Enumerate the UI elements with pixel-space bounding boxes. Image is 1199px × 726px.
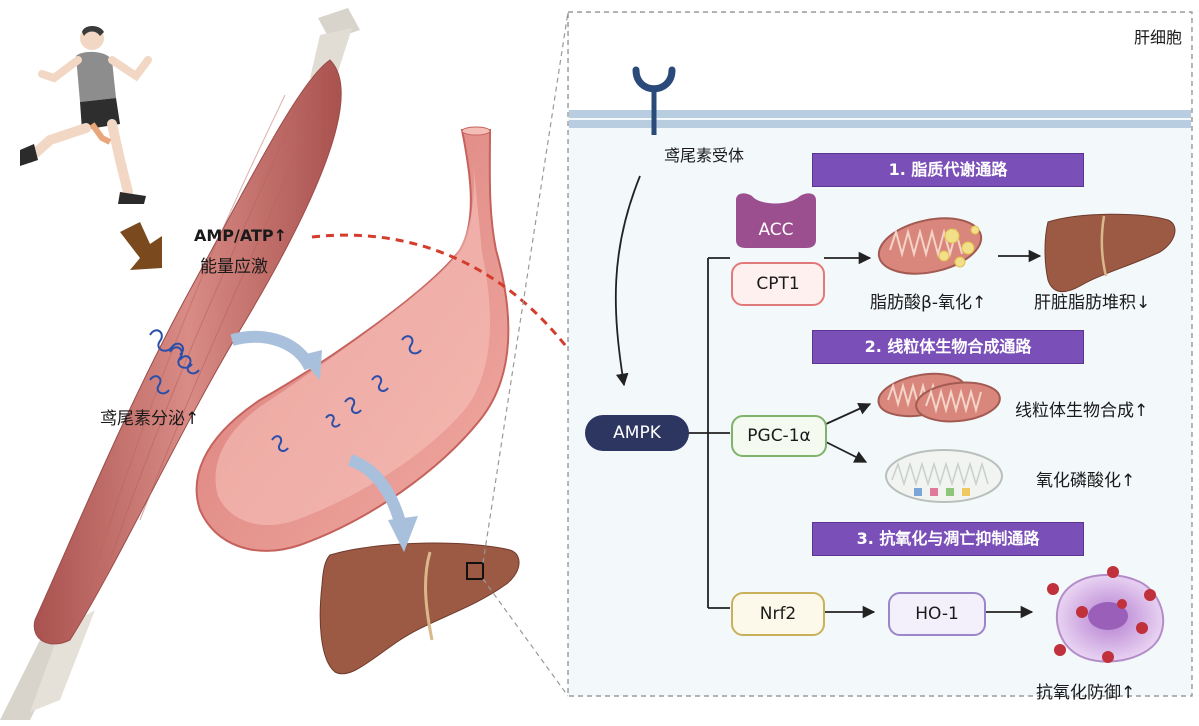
- runner-icon: [20, 26, 152, 204]
- acc-shape: [736, 193, 816, 248]
- antioxidant-label: 抗氧化防御↑: [1036, 683, 1136, 703]
- oxphos-label: 氧化磷酸化↑: [1036, 471, 1136, 491]
- irisin-secretion-label: 鸢尾素分泌↑: [100, 409, 200, 429]
- pathway-banner-mito: 2. 线粒体生物合成通路: [812, 330, 1084, 364]
- cell-label: 肝细胞: [1134, 28, 1183, 47]
- beta-oxidation-label: 脂肪酸β-氧化↑: [870, 293, 987, 313]
- oxphos-mitochondrion-icon: [885, 449, 1003, 503]
- receptor-label: 鸢尾素受体: [664, 146, 745, 165]
- damaged-cell-icon: [1055, 573, 1165, 663]
- signal-arrow-icon: [311, 233, 592, 384]
- mito-biogenesis-label: 线粒体生物合成↑: [1015, 401, 1149, 421]
- small-liver-icon: [1044, 213, 1176, 293]
- pgc1a-node: PGC-1α: [731, 415, 827, 457]
- energy-stress-label: 能量应激: [200, 257, 268, 277]
- energy-stress-ratio: AMP/ATP↑: [194, 226, 288, 245]
- flow-arrow-icon: [230, 330, 418, 552]
- pathway-banner-lipid: 1. 脂质代谢通路: [812, 153, 1084, 187]
- liver-fat-label: 肝脏脂肪堆积↓: [1034, 293, 1151, 313]
- ho1-node: HO-1: [888, 592, 986, 636]
- receptor-icon: [632, 66, 676, 135]
- cpt1-node: CPT1: [731, 262, 825, 306]
- nrf2-node: Nrf2: [731, 592, 825, 636]
- ampk-node: AMPK: [585, 415, 689, 451]
- fat-droplet-icon: [938, 225, 980, 268]
- liver-icon: [319, 542, 520, 675]
- ros-icon: [1047, 566, 1156, 663]
- muscle-icon: [0, 8, 360, 720]
- membrane-icon: [569, 110, 1191, 128]
- pathway-banner-antiox: 3. 抗氧化与凋亡抑制通路: [812, 522, 1084, 556]
- mitochondria-biogenesis-icon: [877, 372, 1001, 423]
- acc-node: ACC: [758, 220, 794, 240]
- brown-arrow-icon: [120, 222, 162, 270]
